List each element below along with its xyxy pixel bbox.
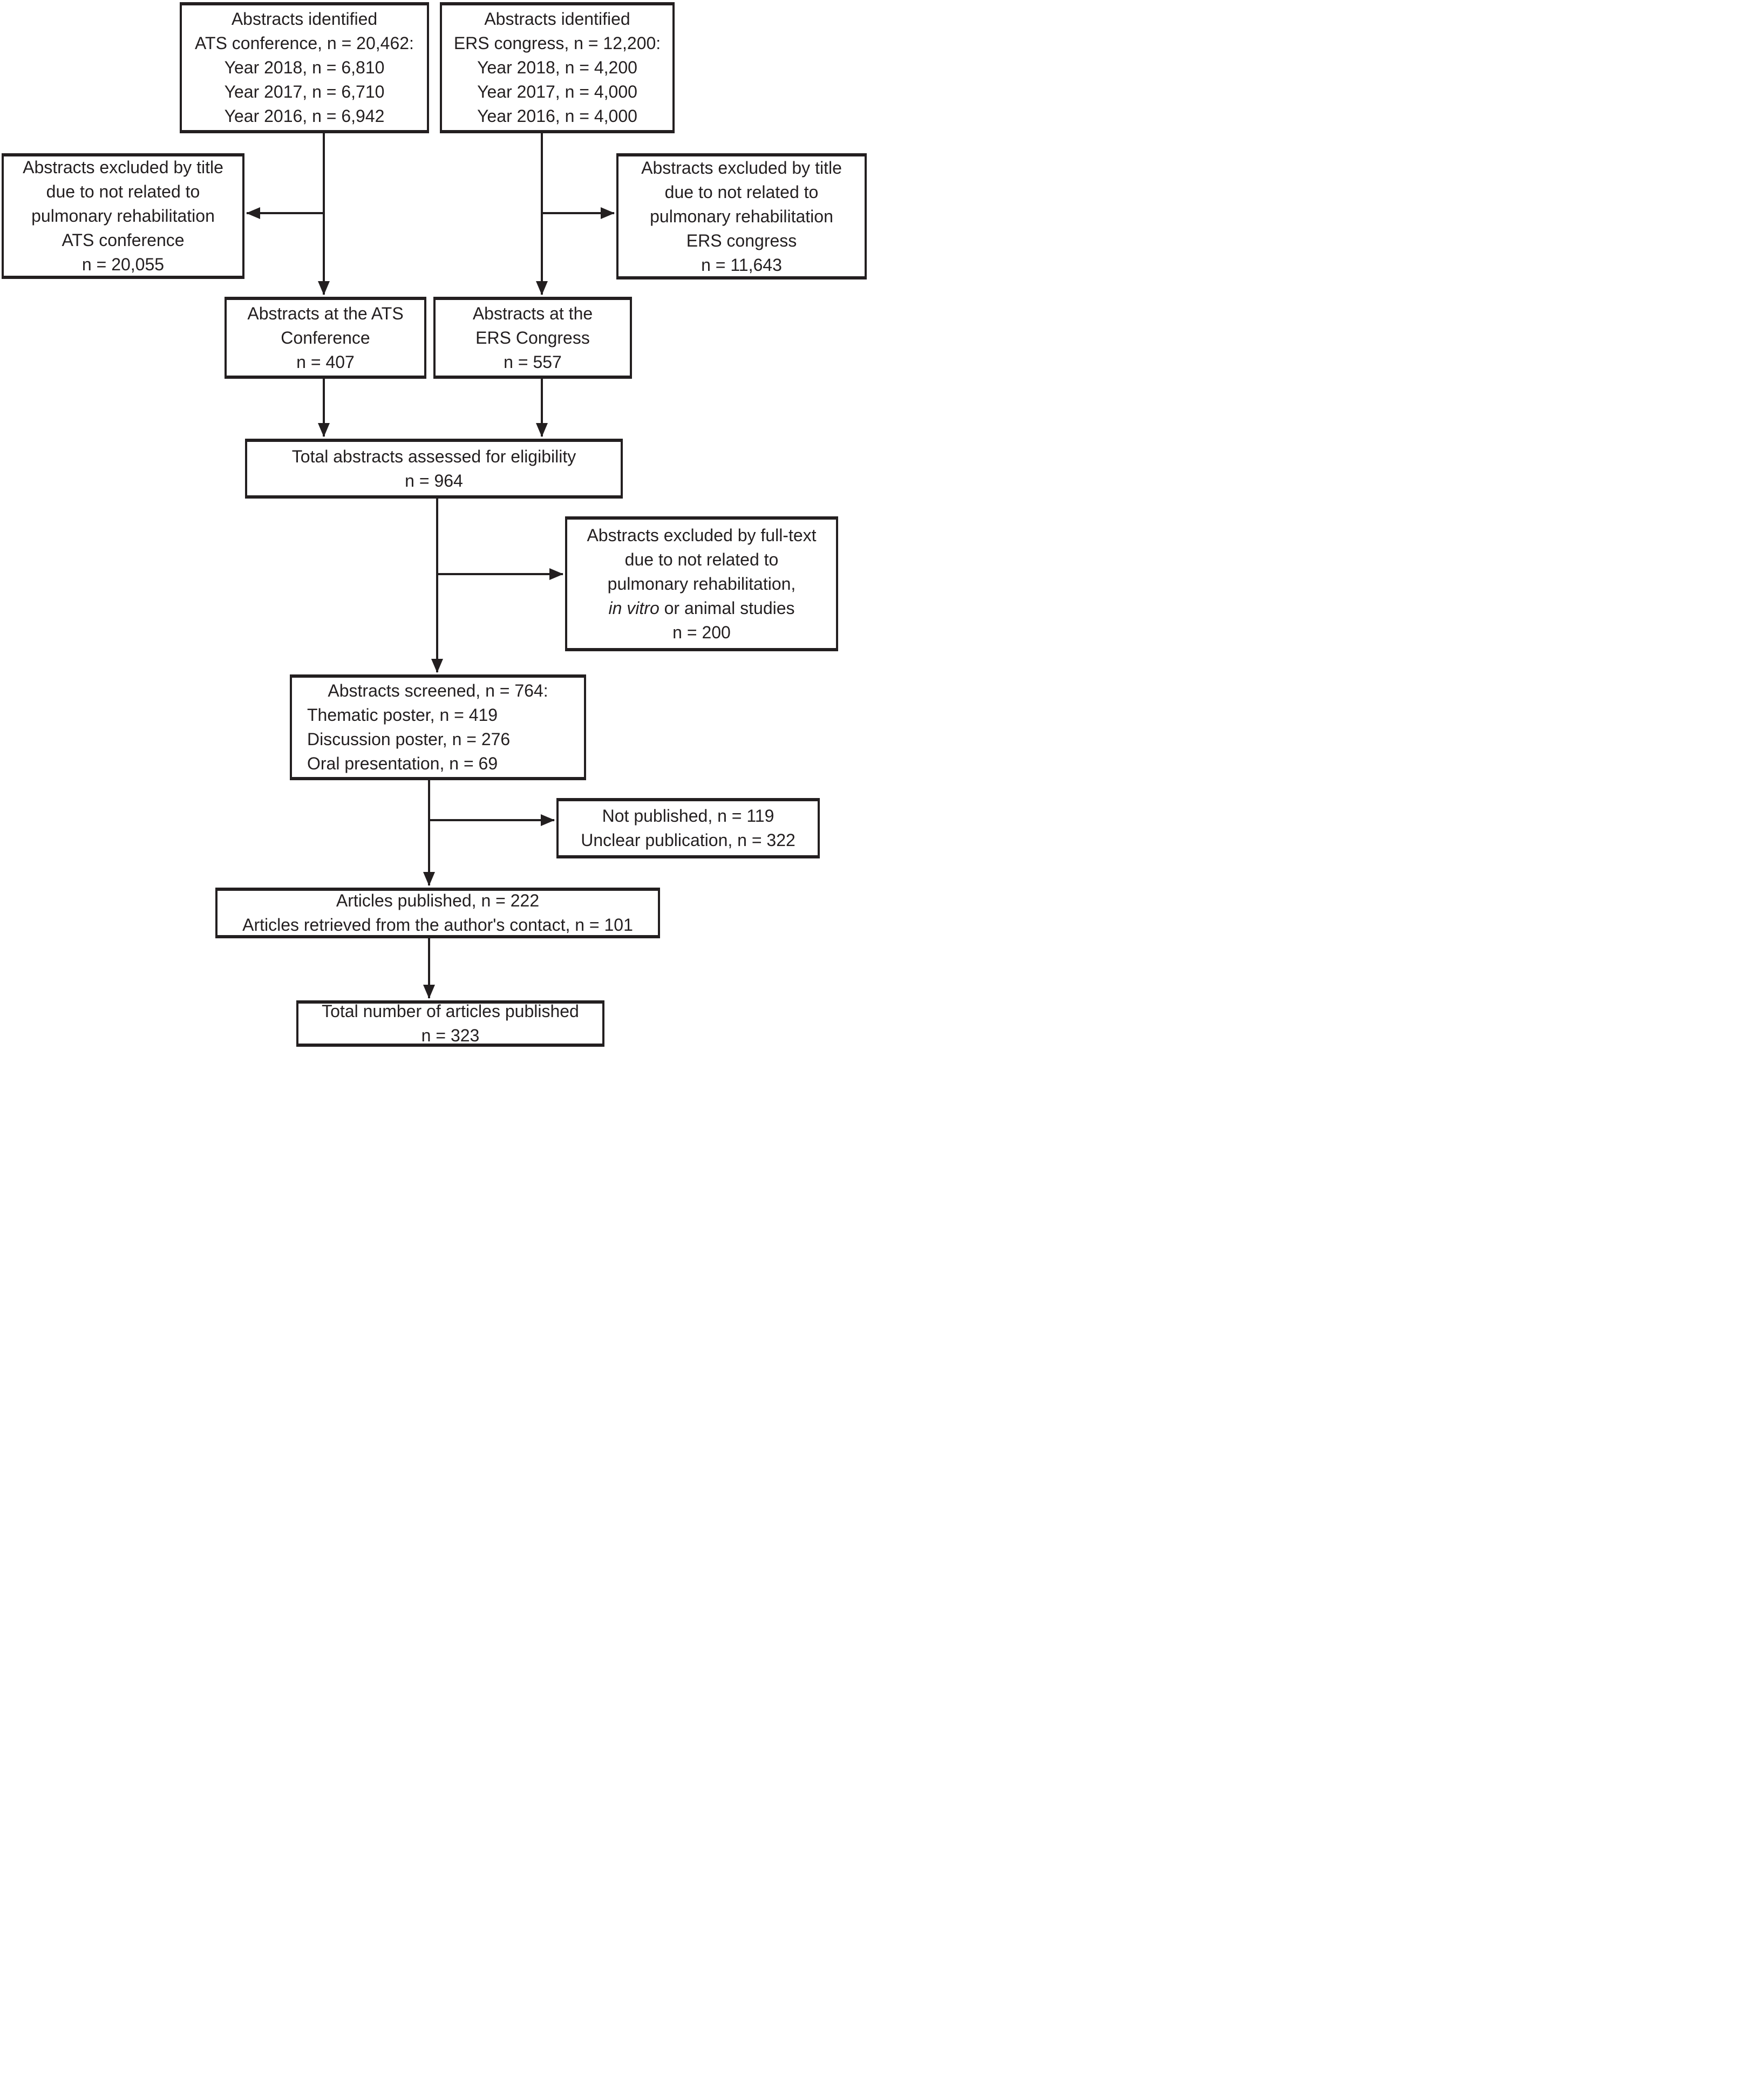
box-line: Discussion poster, n = 276 — [307, 729, 511, 749]
flow-diagram: Abstracts identified ATS conference, n =… — [0, 0, 877, 1050]
box-ats-abstracts-identified: Abstracts identified ATS conference, n =… — [180, 2, 429, 133]
connector-arrows — [246, 133, 615, 999]
box-line: Articles published, n = 222 — [336, 891, 540, 910]
box-line: ERS Congress — [475, 328, 590, 347]
box-line: in vitro or animal studies — [608, 596, 794, 621]
box-line: pulmonary rehabilitation — [650, 206, 833, 226]
box-ats-excluded-by-title: Abstracts excluded by title due to not r… — [2, 153, 244, 279]
box-line: Abstracts at the — [472, 303, 593, 323]
box-total-abstracts-assessed: Total abstracts assessed for eligibility… — [245, 439, 623, 499]
box-line: ATS conference — [62, 230, 185, 250]
italic-phrase: in vitro — [608, 598, 660, 618]
box-line: Abstracts identified — [231, 9, 378, 29]
box-line: Unclear publication, n = 322 — [581, 830, 796, 850]
box-excluded-by-fulltext: Abstracts excluded by full-text due to n… — [565, 516, 838, 651]
box-line: due to not related to — [46, 182, 200, 201]
box-line: n = 200 — [672, 622, 731, 642]
box-line: Abstracts excluded by full-text — [587, 525, 817, 545]
box-line: Total number of articles published — [322, 1001, 579, 1021]
box-line: Abstracts at the ATS — [247, 303, 404, 323]
box-line: Year 2018, n = 6,810 — [224, 58, 385, 77]
box-ers-abstracts-identified: Abstracts identified ERS congress, n = 1… — [440, 2, 675, 133]
box-line: n = 11,643 — [701, 255, 782, 275]
box-line: Articles retrieved from the author's con… — [242, 915, 633, 935]
box-line: pulmonary rehabilitation, — [607, 574, 796, 594]
box-line: Abstracts excluded by title — [23, 158, 223, 177]
box-line: Oral presentation, n = 69 — [307, 754, 498, 773]
box-line: Abstracts screened, n = 764: — [328, 681, 548, 700]
box-line: Year 2018, n = 4,200 — [477, 58, 637, 77]
box-abstracts-screened: Abstracts screened, n = 764: Thematic po… — [290, 674, 586, 780]
box-line: n = 20,055 — [81, 255, 165, 274]
box-line: Year 2017, n = 6,710 — [224, 82, 385, 101]
box-line: pulmonary rehabilitation — [31, 206, 215, 226]
box-line: n = 964 — [405, 471, 463, 490]
box-abstracts-at-ers-congress: Abstracts at the ERS Congress n = 557 — [433, 297, 632, 379]
box-line: Year 2016, n = 6,942 — [224, 106, 385, 126]
box-not-published: Not published, n = 119 Unclear publicati… — [556, 798, 820, 858]
box-line: ERS congress — [686, 230, 797, 250]
box-line: due to not related to — [624, 549, 779, 569]
box-total-articles-published: Total number of articles published n = 3… — [296, 1000, 604, 1047]
box-line: Conference — [281, 328, 370, 347]
box-line: n = 323 — [421, 1026, 480, 1045]
box-line-rest: or animal studies — [659, 598, 795, 618]
box-line: Not published, n = 119 — [602, 806, 774, 826]
box-articles-published: Articles published, n = 222 Articles ret… — [215, 888, 660, 938]
box-line: n = 407 — [296, 352, 355, 372]
box-line: due to not related to — [664, 182, 819, 202]
box-line: Total abstracts assessed for eligibility — [291, 446, 576, 466]
box-line: ERS congress, n = 12,200: — [453, 33, 661, 53]
box-line: Abstracts identified — [484, 9, 630, 29]
box-abstracts-at-ats-conference: Abstracts at the ATS Conference n = 407 — [225, 297, 426, 379]
box-line: Abstracts excluded by title — [641, 158, 842, 178]
box-line: Thematic poster, n = 419 — [307, 705, 498, 725]
box-line: ATS conference, n = 20,462: — [195, 33, 414, 53]
box-line: n = 557 — [504, 352, 562, 372]
box-line: Year 2016, n = 4,000 — [477, 106, 637, 126]
box-ers-excluded-by-title: Abstracts excluded by title due to not r… — [616, 153, 867, 279]
box-line: Year 2017, n = 4,000 — [477, 82, 637, 101]
